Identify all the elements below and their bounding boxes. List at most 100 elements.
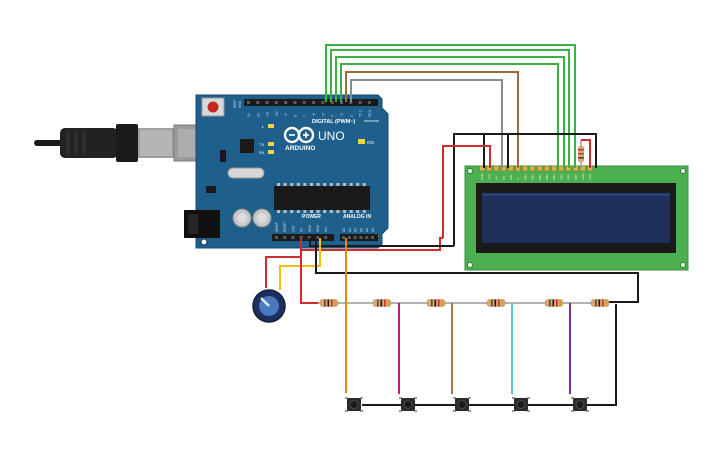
digital-header-hole-9[interactable] — [330, 101, 334, 104]
analog-header-hole-5[interactable] — [371, 236, 374, 239]
resistor-4[interactable] — [486, 299, 506, 307]
wire-black-gnd[interactable] — [309, 238, 454, 247]
digital-pin-label-13: RX 0 — [368, 110, 372, 117]
resistor-6[interactable] — [590, 299, 610, 307]
resistor-1[interactable] — [319, 299, 339, 307]
lcd-pin-row[interactable] — [479, 165, 593, 172]
push-button-1[interactable] — [345, 397, 363, 412]
lcd-pin-3[interactable] — [500, 165, 507, 172]
digital-header-hole-11[interactable] — [349, 101, 353, 104]
lcd-pin-2[interactable] — [493, 165, 500, 172]
resistor-3[interactable] — [426, 299, 446, 307]
push-buttons — [345, 397, 589, 412]
push-button-4[interactable] — [512, 397, 530, 412]
reset-button[interactable] — [201, 97, 225, 117]
digital-header-hole-3[interactable] — [274, 101, 278, 104]
wire-green-1[interactable] — [325, 44, 576, 168]
chip-pin-top-5 — [310, 183, 313, 186]
rx-label: RX — [259, 150, 265, 155]
wire-green-2[interactable] — [330, 49, 570, 168]
wire-black-lcd-top[interactable] — [453, 133, 597, 246]
digital-header-hole-10[interactable] — [340, 101, 343, 104]
push-button-3[interactable] — [453, 397, 471, 412]
power-header[interactable] — [272, 234, 334, 241]
lcd-screen — [482, 193, 670, 243]
push-button-5[interactable] — [571, 397, 589, 412]
chip-pin-bottom-8 — [329, 210, 333, 213]
chip-pin-bottom-5 — [310, 210, 313, 213]
lcd-pin-7[interactable] — [529, 165, 536, 172]
lcd-pin-9[interactable] — [544, 165, 550, 172]
analog-pin-label-4: A4 — [365, 228, 369, 232]
lcd-pin-11[interactable] — [558, 165, 564, 172]
power-header-hole-4[interactable] — [307, 236, 311, 239]
analog-header-hole-0[interactable] — [342, 236, 345, 239]
analog-header[interactable] — [340, 234, 378, 241]
analog-header-hole-3[interactable] — [359, 236, 363, 239]
chip-pin-top-9 — [336, 183, 340, 186]
lcd-pin-14[interactable] — [580, 165, 586, 172]
push-button-2[interactable] — [399, 397, 417, 412]
lcd-pin-8[interactable] — [536, 165, 543, 172]
potentiometer[interactable] — [252, 289, 286, 323]
wire-gray[interactable] — [350, 79, 503, 168]
arduino-logo — [283, 126, 315, 144]
lcd-pin-10[interactable] — [551, 165, 557, 172]
power-header-hole-5[interactable] — [316, 236, 319, 239]
digital-header[interactable] — [244, 99, 378, 106]
power-header-hole-2[interactable] — [291, 236, 295, 239]
wire-red-5v[interactable] — [300, 237, 443, 251]
digital-header-hole-1[interactable] — [256, 101, 260, 104]
crystal — [227, 167, 265, 179]
digital-header-hole-13[interactable] — [367, 101, 371, 104]
power-header-holes — [275, 236, 328, 239]
analog-header-hole-4[interactable] — [365, 236, 369, 239]
backlight-resistor[interactable] — [578, 139, 591, 168]
digital-pin-label-9: 4 — [331, 115, 335, 117]
digital-header-hole-5[interactable] — [293, 101, 297, 104]
power-header-hole-6[interactable] — [324, 236, 328, 239]
power-header-hole-0[interactable] — [275, 236, 278, 239]
digital-pin-label-5: 8 — [294, 115, 298, 117]
analog-header-hole-2[interactable] — [353, 236, 357, 239]
lcd-pin-label-15: LED- — [588, 173, 592, 180]
atmega-chip — [274, 186, 370, 210]
wire-brown[interactable] — [345, 71, 519, 168]
capacitor-1 — [232, 208, 252, 228]
wire-red-ladder[interactable] — [300, 257, 318, 304]
lcd-pin-4[interactable] — [508, 165, 514, 172]
digital-header-hole-4[interactable] — [284, 101, 288, 104]
lcd-pin-0[interactable] — [479, 165, 485, 172]
button-wires — [345, 238, 590, 406]
digital-header-hole-2[interactable] — [265, 101, 269, 104]
wire-green-4[interactable] — [340, 63, 559, 168]
analog-header-hole-1[interactable] — [347, 236, 351, 239]
digital-label: DIGITAL (PWM~) — [312, 119, 356, 125]
wire-black-buttons[interactable] — [590, 304, 617, 406]
digital-header-hole-0[interactable] — [247, 101, 250, 104]
lcd-pin-6[interactable] — [522, 165, 528, 172]
wire-red-lcd[interactable] — [442, 145, 491, 238]
digital-header-hole-6[interactable] — [302, 101, 306, 104]
chip-pin-top-4 — [303, 183, 307, 186]
power-header-hole-3[interactable] — [299, 236, 303, 239]
digital-header-hole-8[interactable] — [321, 101, 325, 104]
resistor-2[interactable] — [372, 299, 392, 307]
resistor-5[interactable] — [544, 299, 564, 307]
lcd-pin-label-12: DB6 — [567, 174, 571, 180]
wire-red-pot[interactable] — [265, 250, 302, 288]
digital-header-hole-12[interactable] — [358, 101, 362, 104]
wire-green-3[interactable] — [335, 56, 565, 168]
wire-black-bus[interactable] — [315, 238, 639, 303]
digital-header-hole-7[interactable] — [312, 101, 316, 104]
lcd-pin-label-3: RS — [502, 176, 506, 180]
usb-plug-collar — [116, 124, 138, 162]
usb-cable-tail — [34, 140, 62, 146]
power-header-hole-1[interactable] — [283, 236, 287, 239]
usb-cable[interactable] — [34, 124, 223, 162]
power-pin-label-2: 3.3V — [291, 225, 295, 232]
